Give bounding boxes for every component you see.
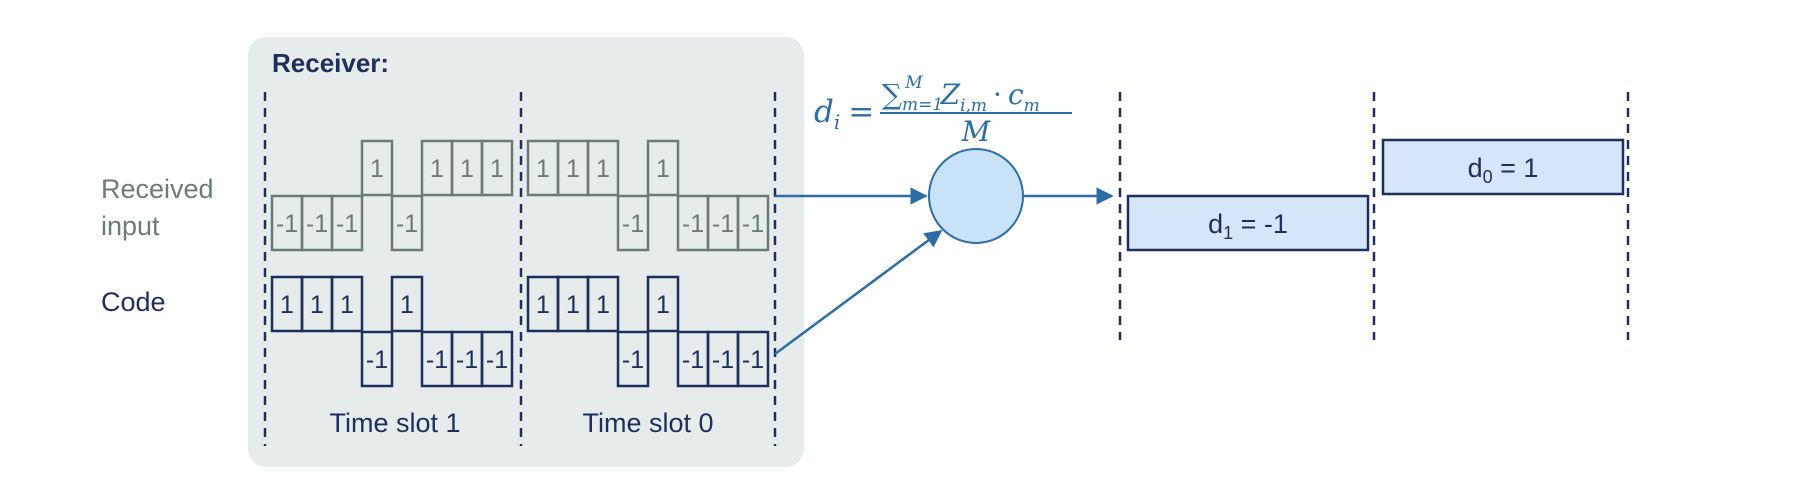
received-chip-value: -1 [336,210,358,238]
received-chip-value: 1 [370,155,384,183]
code-chip-value: 1 [656,291,670,319]
formula-sum-sup: M [904,73,923,93]
received-input-label-line2: input [101,211,160,241]
receiver-panel [248,37,804,467]
received-chip-value: 1 [536,155,550,183]
code-chip-value: -1 [712,346,734,374]
received-input-label-line1: Received [101,174,214,204]
code-chip-box [736,330,770,388]
received-chip-box [330,194,364,252]
code-chip-value: 1 [536,291,550,319]
received-chip-value: -1 [712,210,734,238]
output-d0-label: d0 = 1 [1468,153,1539,187]
svg-text:di=: di = [814,94,874,134]
output-d1-label: d1 = -1 [1208,209,1288,243]
formula-lhs: d [814,94,834,130]
formula-equals: = [848,94,874,130]
received-chip-value: 1 [566,155,580,183]
formula-c: c [1008,78,1024,111]
code-chip-box [360,330,394,388]
received-chip-value: -1 [742,210,764,238]
formula-dot: · [993,78,1002,111]
code-chip-value: -1 [742,346,764,374]
received-chip-box [480,139,514,197]
receiver-title: Receiver: [272,48,389,78]
code-chip-value: -1 [366,346,388,374]
received-chip-box [360,139,394,197]
formula-lhs-sub: i [834,110,840,134]
code-chip-value: -1 [426,346,448,374]
received-chip-value: -1 [396,210,418,238]
received-chip-value: -1 [682,210,704,238]
code-label: Code [101,287,166,317]
code-chip-box [480,330,514,388]
code-chip-box [330,275,364,333]
received-chip-value: 1 [656,155,670,183]
received-chip-box [736,194,770,252]
code-chip-value: -1 [486,346,508,374]
formula-c-sub: m [1024,96,1040,116]
code-to-correlator-arrow [774,229,943,356]
code-chip-value: 1 [280,291,294,319]
received-chip-box [646,139,680,197]
code-chip-box [616,330,650,388]
correlator-node [928,148,1024,244]
formula-z-sub: i,m [960,96,987,116]
code-chip-value: 1 [566,291,580,319]
code-chip-value: -1 [456,346,478,374]
code-chip-box [586,275,620,333]
code-chip-box [646,275,680,333]
output-d0-box [1381,138,1625,196]
received-chip-value: -1 [622,210,644,238]
received-chip-box [390,194,424,252]
code-chip-value: -1 [622,346,644,374]
received-chip-value: -1 [306,210,328,238]
received-chip-value: 1 [490,155,504,183]
received-chip-value: -1 [276,210,298,238]
formula-sum-sub: m=1 [902,95,943,115]
time-slot-0-label: Time slot 0 [582,408,713,438]
output-d1-box [1126,194,1370,252]
code-chip-value: 1 [596,291,610,319]
code-chip-value: -1 [682,346,704,374]
received-chip-value: 1 [430,155,444,183]
formula-z: Z [940,78,961,111]
time-slot-1-label: Time slot 1 [329,408,460,438]
code-chip-box [390,275,424,333]
formula-sum: ∑ [882,78,902,111]
received-chip-box [586,139,620,197]
code-chip-value: 1 [400,291,414,319]
code-chip-value: 1 [310,291,324,319]
formula-denominator: M [961,115,992,148]
received-chip-value: 1 [460,155,474,183]
code-chip-value: 1 [340,291,354,319]
received-chip-box [616,194,650,252]
received-chip-value: 1 [596,155,610,183]
